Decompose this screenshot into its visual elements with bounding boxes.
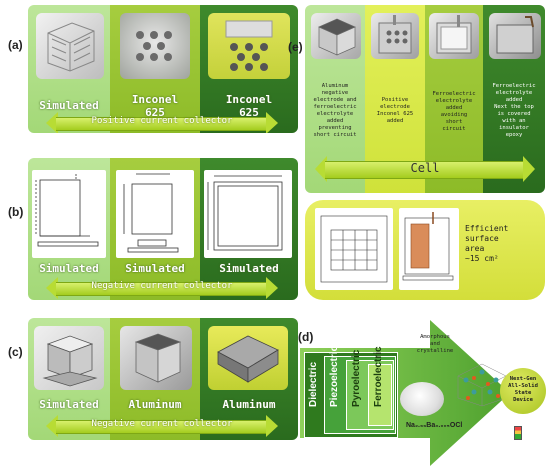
dielectric-label: Dielectric (308, 362, 320, 407)
cell-step-image-2 (371, 13, 419, 59)
caption-c-1: Simulated (39, 398, 99, 411)
caption-b-3: Simulated (219, 262, 279, 275)
negative-collector-arrow-b: Negative current collector (46, 277, 278, 299)
caption-b-1: Simulated (39, 262, 99, 275)
simulated-lattice-image (36, 13, 104, 79)
panel-label-d: (d) (298, 330, 314, 344)
cell-label: Cell (410, 161, 440, 175)
caption-a-2: Inconel 625 (131, 93, 179, 119)
negative-collector-label-c: Negative current collector (91, 419, 233, 429)
crystal-structure-image (452, 358, 510, 408)
caption-a-3: Inconel 625 (225, 93, 273, 119)
negative-collector-label-b: Negative current collector (91, 281, 233, 291)
panel-b: Simulated Simulated Simulated Negative c… (28, 158, 298, 300)
panel-label-c: (c) (8, 345, 23, 359)
ferroelectric-label: Ferroelectric (373, 346, 385, 407)
cell-step-image-1 (311, 13, 361, 59)
inconel-lattice-image-2 (208, 13, 290, 79)
caption-b-2: Simulated (125, 262, 185, 275)
drawing-internal-view (399, 208, 459, 290)
caption-c-2: Aluminum (128, 398, 182, 411)
surface-area-panel: Efficient surface area ~15 cm² (305, 200, 545, 300)
cell-step-desc-1: Aluminum negative electrode and ferroele… (313, 83, 357, 138)
battery-icon (514, 426, 522, 440)
aluminum-box-image-2 (208, 326, 288, 390)
cell-step-image-3 (429, 13, 479, 59)
aluminum-box-image-1 (120, 326, 192, 390)
drawing-side-view (32, 170, 106, 258)
drawing-top-view (204, 170, 292, 258)
cell-step-desc-3: Ferroelectric electrolyte added avoiding… (432, 91, 476, 132)
cell-step-desc-4: Ferroelectric electrolyte added Next the… (492, 83, 536, 138)
layer-ferroelectric (368, 364, 392, 426)
device-bubble (500, 368, 546, 414)
panel-c: Simulated Aluminum Aluminum Negative cur… (28, 318, 298, 440)
powder-sample-image (400, 382, 444, 416)
panel-label-e: (e) (288, 40, 303, 54)
positive-collector-label: Positive current collector (91, 116, 233, 126)
formula-label: Na₂.₉₉Ba₀.₀₀₅OCl (406, 422, 463, 429)
caption-c-3: Aluminum (222, 398, 276, 411)
pyroelectric-label: Pyroelectric (351, 350, 363, 407)
piezoelectric-label: Piezoelectric (329, 346, 341, 407)
caption-a-1: Simulated (39, 99, 99, 112)
drawing-cross-section (315, 208, 393, 290)
cell-step-image-4 (489, 13, 541, 59)
drawing-front-view (116, 170, 194, 258)
inconel-lattice-image-1 (120, 13, 190, 79)
cell-arrow: Cell (315, 156, 535, 182)
positive-collector-arrow: Positive current collector (46, 112, 278, 133)
panel-label-a: (a) (8, 38, 23, 52)
device-label: Next-Gen All-Solid State Device (508, 376, 538, 403)
cell-step-desc-2: Positive electrode Inconel 625 added (376, 97, 414, 124)
amorphous-label: Amorphous and crystalline (416, 334, 454, 354)
panel-d: Dielectric Piezoelectric Pyroelectric Fe… (300, 318, 548, 468)
surface-area-text: Efficient surface area ~15 cm² (465, 224, 509, 263)
panel-e: Aluminum negative electrode and ferroele… (305, 5, 545, 193)
panel-label-b: (b) (8, 205, 24, 219)
layer-stack: Dielectric Piezoelectric Pyroelectric Fe… (304, 346, 398, 438)
panel-a: Simulated Inconel 625 Inconel 625 Positi… (28, 5, 298, 133)
negative-collector-arrow-c: Negative current collector (46, 415, 278, 437)
simulated-box-image (34, 326, 104, 390)
